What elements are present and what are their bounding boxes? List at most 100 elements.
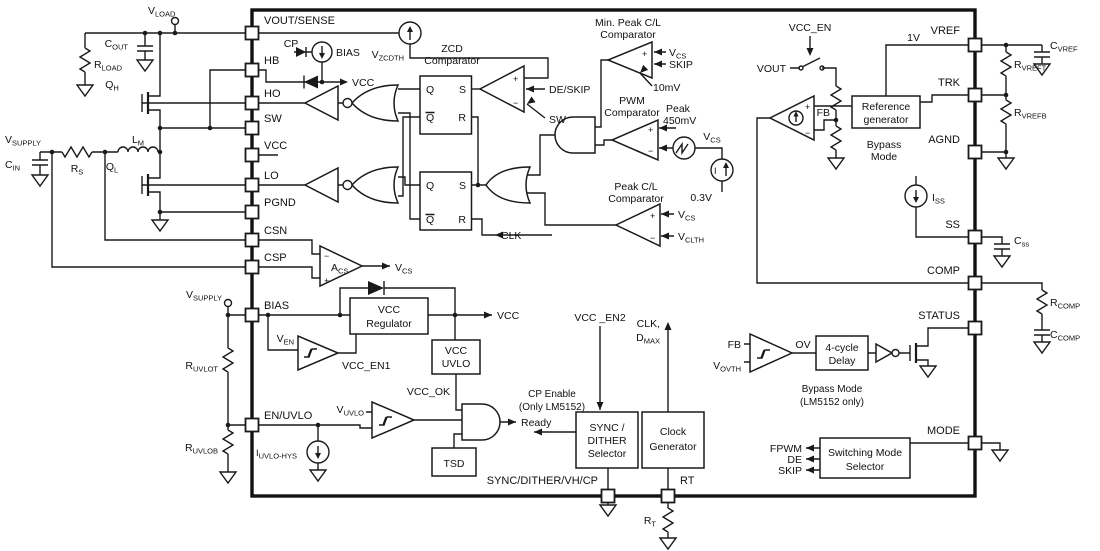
sign-plus: + (642, 49, 647, 59)
reference-generator-block (851, 95, 921, 129)
label-bias-src: BIAS (336, 47, 360, 59)
label-skip-mode: SKIP (778, 465, 802, 477)
ven-comparator (297, 334, 340, 372)
ff2-s: S (459, 180, 466, 192)
pin-label-sync: SYNC/DITHER/VH/CP (487, 475, 598, 487)
arrowheads (340, 48, 814, 474)
label-clk: CLK (501, 230, 521, 242)
ho-driver (303, 84, 339, 122)
pin-label-agnd: AGND (928, 134, 960, 146)
label-450mv: 450mV (663, 115, 696, 127)
label-ccomp: CCOMP (1050, 329, 1080, 343)
label-10mv: 10mV (653, 82, 680, 94)
hysteresis-icon (304, 348, 317, 358)
labels: VOUT/SENSE HB HO SW VCC LO PGND CSN CSP … (5, 5, 1080, 529)
pin-label-comp: COMP (927, 265, 960, 277)
down-arrowhead-icon (913, 197, 919, 203)
left-arrowhead-icon (495, 231, 503, 239)
label-bypass-2: Mode (871, 151, 897, 163)
label-vcc-ok: VCC_OK (407, 386, 450, 398)
label-peak: Peak (666, 103, 691, 115)
nor-bubble-lo (342, 179, 353, 191)
ground-icon (990, 449, 1010, 463)
ov-comparator (749, 332, 794, 374)
pin-vref (967, 37, 983, 53)
label-delay-2: Delay (829, 355, 857, 367)
label-cp-enable-1: CP Enable (528, 389, 576, 400)
pin-ho (244, 95, 260, 111)
label-iuvlohys: IUVLO-HYS (256, 448, 297, 461)
delay-block (815, 335, 869, 371)
min-peak-comparator (606, 40, 653, 80)
left-arrowhead-icon (661, 232, 669, 240)
pin-hb (244, 62, 260, 78)
label-vcc-out: VCC (497, 310, 520, 322)
pin-vout-sense (244, 25, 260, 41)
down-arrowhead-icon (315, 453, 321, 459)
label-bypass-lm5152-1: Bypass Mode (802, 384, 863, 395)
ff1-qb: Q (426, 112, 434, 124)
label-skip: SKIP (669, 59, 693, 71)
pwm-comparator (610, 118, 659, 162)
pin-rt (660, 488, 676, 504)
label-vout: VOUT (757, 63, 787, 75)
sign-plus: + (324, 276, 329, 286)
sign-minus: − (324, 251, 329, 261)
ff1-s: S (459, 84, 466, 96)
label-vovth: VOVTH (713, 360, 741, 374)
pin-label-ss: SS (945, 219, 960, 231)
label-vload: VLOAD (148, 5, 176, 19)
label-dmax: DMAX (636, 332, 660, 346)
vload-node (170, 16, 180, 26)
pin-label-bias: BIAS (264, 300, 289, 312)
pin-label-vcc: VCC (264, 140, 287, 152)
sync-dither-selector-block (575, 411, 639, 469)
wires (32, 24, 1050, 538)
label-ruvlot: RUVLOT (185, 360, 218, 374)
and-gate (554, 116, 596, 154)
label-rt-ext: RT (644, 515, 657, 529)
pin-label-vout-sense: VOUT/SENSE (264, 15, 335, 27)
right-arrowhead-icon (508, 418, 516, 426)
label-vcs-3: VCS (678, 209, 695, 223)
label-mode-sel-2: Selector (846, 461, 885, 473)
label-cvref: CVREF (1050, 40, 1078, 54)
label-ql: QL (106, 161, 118, 175)
pin-label-ho: HO (264, 88, 281, 100)
label-tsd: TSD (444, 458, 465, 470)
right-arrowhead-icon (484, 311, 492, 319)
label-rs: RS (71, 163, 84, 177)
up-arrowhead-icon (723, 162, 729, 168)
label-pwm-1: PWM (619, 95, 645, 107)
label-peak-cl-2: Comparator (608, 193, 664, 205)
pin-label-trk: TRK (938, 77, 961, 89)
label-ruvlob: RUVLOB (185, 442, 218, 456)
label-mode-sel-1: Switching Mode (828, 447, 902, 459)
label-bypass-1: Bypass (867, 139, 901, 151)
bypass-switch (798, 57, 825, 71)
label-cout: COUT (105, 38, 129, 52)
label-vcc-boot: VCC (352, 77, 375, 89)
right-arrowhead-icon (340, 78, 348, 86)
label-cin: CIN (5, 159, 20, 173)
pin-squares (244, 25, 983, 504)
down-arrowhead-icon (596, 402, 604, 410)
clock-generator-block (641, 411, 705, 469)
pin-lo (244, 177, 260, 193)
or-gate (485, 166, 532, 204)
label-vcs-1: VCS (669, 47, 686, 61)
ground-icon (218, 471, 238, 485)
pin-sync (600, 488, 616, 504)
ground-icon (308, 469, 328, 483)
peak-cl-comparator (614, 202, 661, 248)
vcc-regulator-block (349, 297, 429, 335)
ff1-q: Q (426, 84, 434, 96)
pin-csn (244, 232, 260, 248)
label-0v3: 0.3V (690, 192, 712, 204)
pin-label-pgnd: PGND (264, 197, 296, 209)
sign-minus: − (650, 233, 655, 243)
label-de: DE (787, 454, 802, 466)
bias-vcc-diode-icon (368, 281, 384, 295)
